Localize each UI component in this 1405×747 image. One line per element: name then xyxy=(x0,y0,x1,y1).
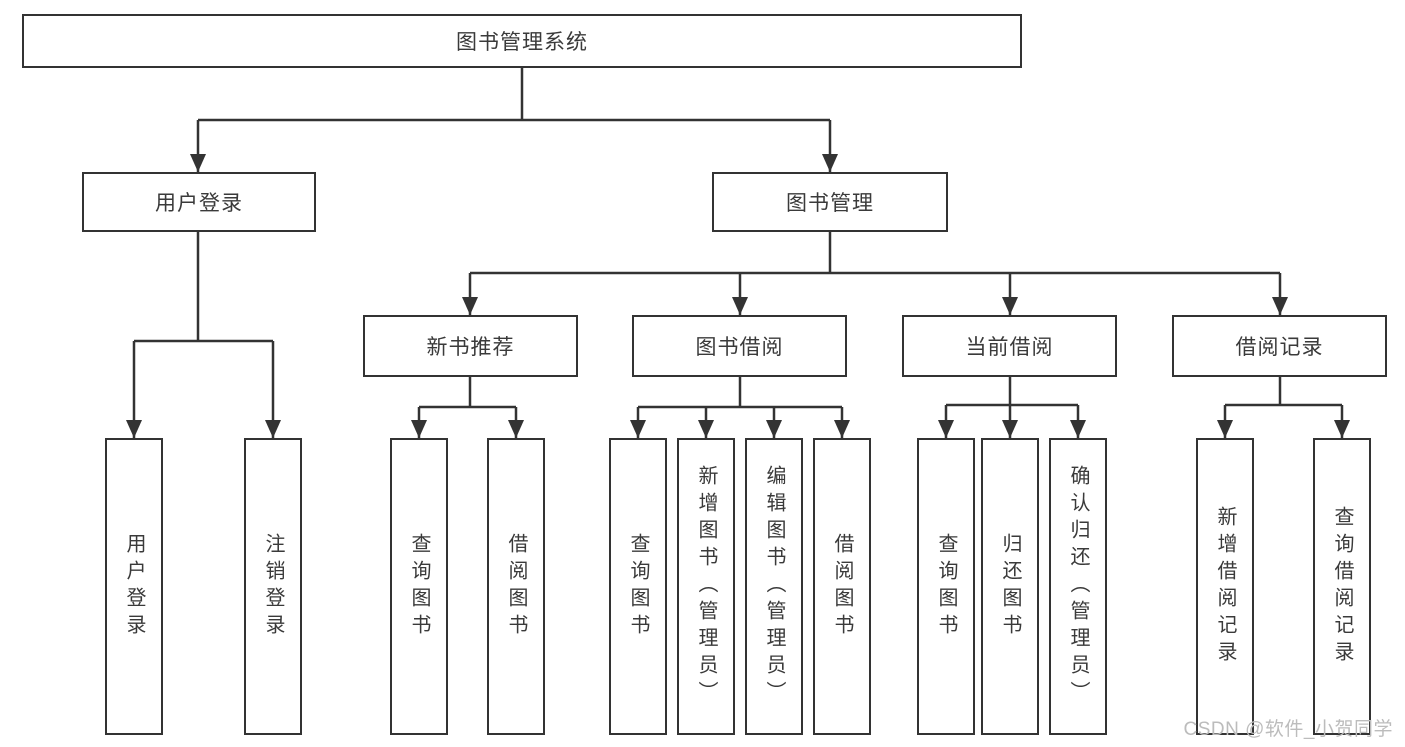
leaf-logout: 注销登录 xyxy=(244,438,302,735)
node-borrow-records: 借阅记录 xyxy=(1172,315,1387,377)
leaf-borrow-borrow-books: 借阅图书 xyxy=(813,438,871,735)
node-current-borrow: 当前借阅 xyxy=(902,315,1117,377)
leaf-current-query-books: 查询图书 xyxy=(917,438,975,735)
csdn-watermark: CSDN @软件_小贺同学 xyxy=(1183,719,1393,740)
leaf-records-add-record: 新增借阅记录 xyxy=(1196,438,1254,735)
leaf-borrow-add-books-admin: 新增图书（管理员） xyxy=(677,438,735,735)
leaf-records-query-record: 查询借阅记录 xyxy=(1313,438,1371,735)
node-user-login: 用户登录 xyxy=(82,172,316,232)
leaf-current-confirm-return-admin: 确认归还（管理员） xyxy=(1049,438,1107,735)
node-book-borrow: 图书借阅 xyxy=(632,315,847,377)
leaf-current-return-books: 归还图书 xyxy=(981,438,1039,735)
leaf-borrow-query-books: 查询图书 xyxy=(609,438,667,735)
leaf-recommend-borrow-books: 借阅图书 xyxy=(487,438,545,735)
node-new-book-recommend: 新书推荐 xyxy=(363,315,578,377)
leaf-user-login: 用户登录 xyxy=(105,438,163,735)
node-library-management-system: 图书管理系统 xyxy=(22,14,1022,68)
node-book-management: 图书管理 xyxy=(712,172,948,232)
leaf-borrow-edit-books-admin: 编辑图书（管理员） xyxy=(745,438,803,735)
leaf-recommend-query-books: 查询图书 xyxy=(390,438,448,735)
